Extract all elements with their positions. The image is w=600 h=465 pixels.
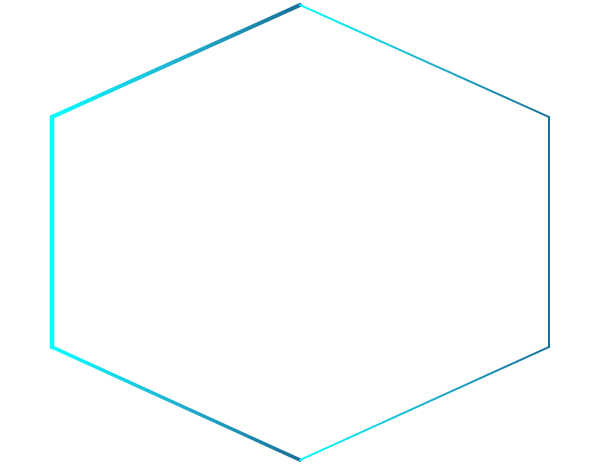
hexagon-edge-top-right <box>299 4 550 118</box>
hexagon-edge-bottom-right <box>299 346 550 461</box>
hexagon-edge-top-left <box>50 3 302 119</box>
hexagon-edge-bottom-left <box>50 345 302 462</box>
